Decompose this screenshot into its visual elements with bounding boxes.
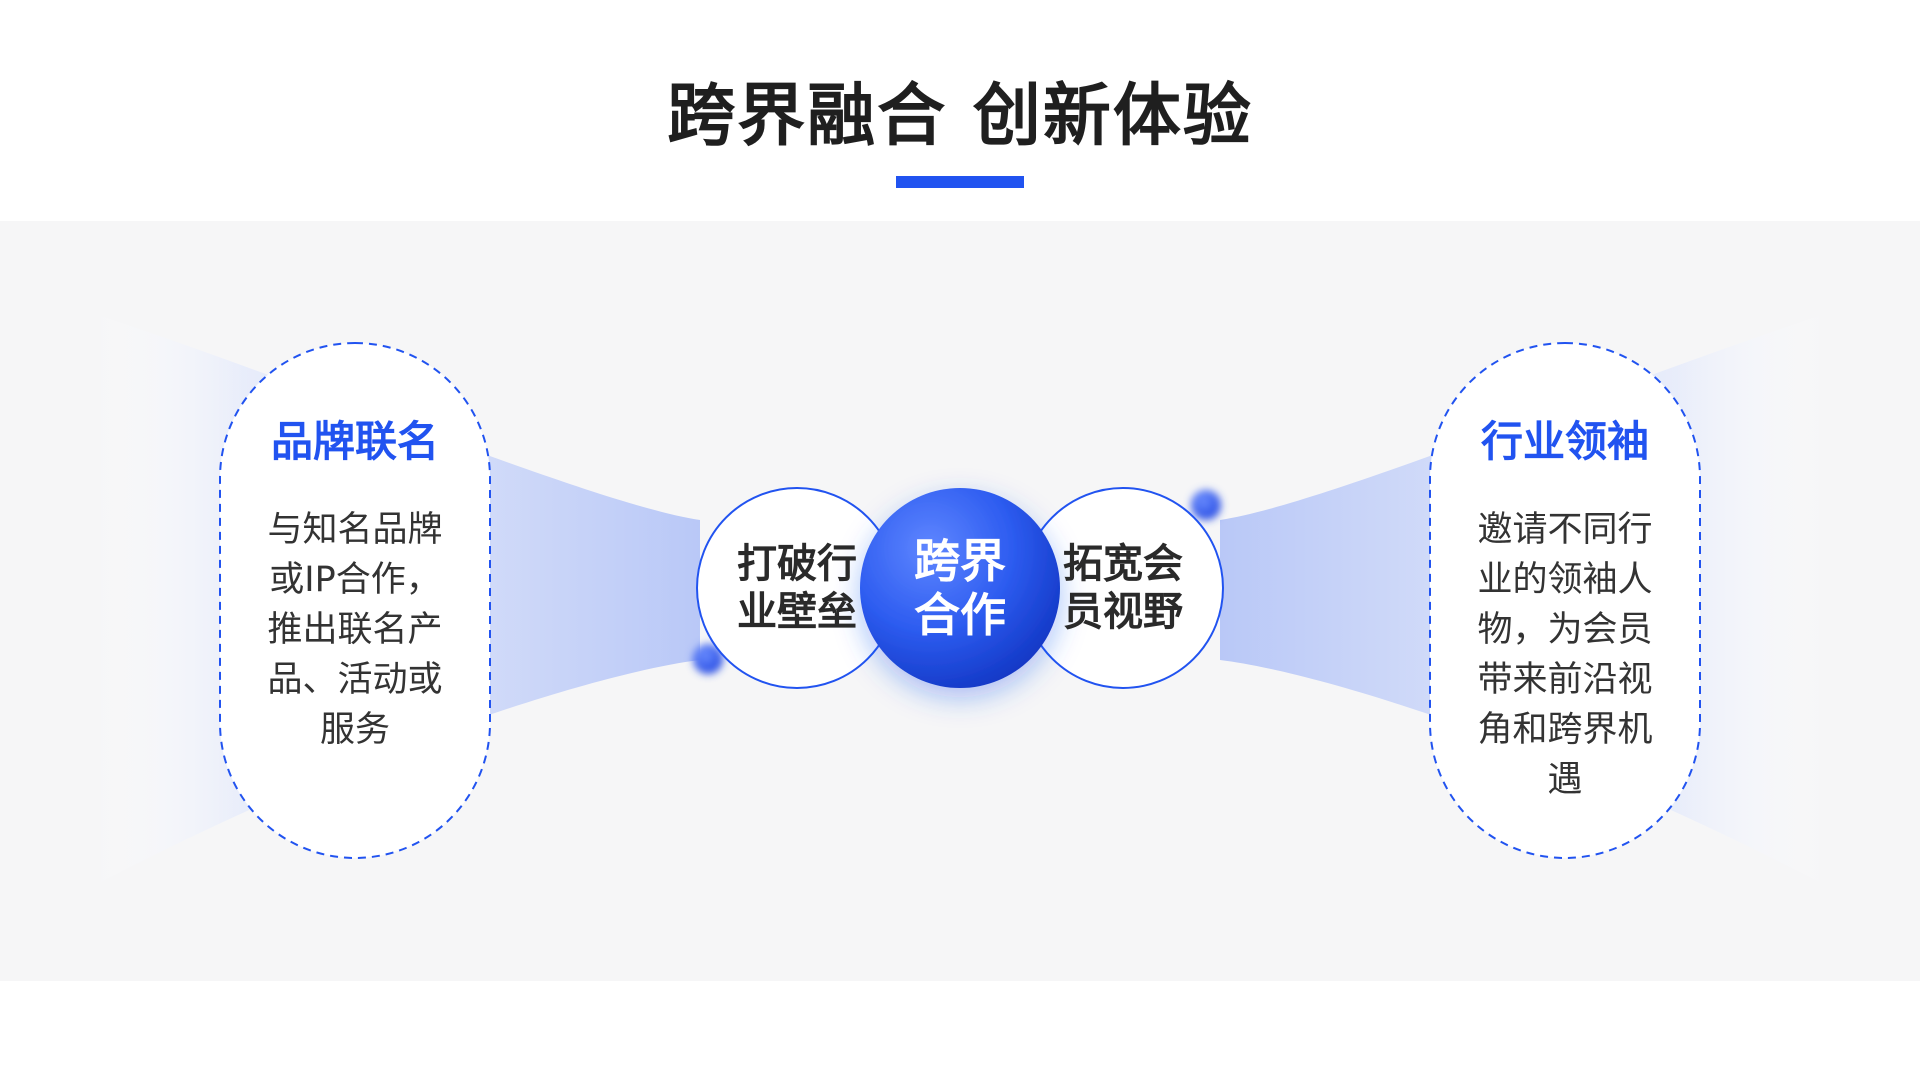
center-circle-line: 合作 bbox=[914, 588, 1006, 642]
right-desc-line: 物，为会员 bbox=[1477, 610, 1653, 650]
left-desc-line: 品、活动或 bbox=[267, 660, 443, 700]
right-desc-line: 业的领袖人 bbox=[1477, 560, 1653, 600]
left-card-title: 品牌联名 bbox=[270, 417, 439, 466]
right-desc-line: 角和跨界机 bbox=[1477, 710, 1653, 750]
left-desc-line: 与知名品牌 bbox=[267, 510, 443, 550]
center-circle-line: 跨界 bbox=[914, 534, 1006, 588]
right-circle-label: 拓宽会 员视野 bbox=[1033, 540, 1213, 636]
page-title: 跨界融合 创新体验 bbox=[667, 77, 1253, 156]
left-circle-label: 打破行 业壁垒 bbox=[707, 540, 887, 636]
right-glow-dot bbox=[1191, 490, 1221, 520]
left-circle-line: 业壁垒 bbox=[737, 589, 857, 635]
left-desc-line: 或IP合作， bbox=[269, 560, 441, 600]
left-circle-line: 打破行 bbox=[737, 541, 857, 587]
title-underline bbox=[896, 176, 1024, 188]
right-circle-line: 拓宽会 bbox=[1063, 541, 1183, 587]
center-circle-label: 跨界 合作 bbox=[870, 534, 1050, 642]
center-circle bbox=[860, 488, 1060, 688]
left-desc-line: 推出联名产 bbox=[267, 610, 443, 650]
left-card-outline bbox=[219, 342, 491, 859]
left-glow-dot bbox=[693, 644, 723, 674]
left-card-desc: 与知名品牌 或IP合作， 推出联名产 品、活动或 服务 bbox=[255, 505, 455, 755]
right-desc-line: 遇 bbox=[1547, 760, 1583, 800]
right-card-desc: 邀请不同行 业的领袖人 物，为会员 带来前沿视 角和跨界机 遇 bbox=[1465, 505, 1665, 805]
left-desc-line: 服务 bbox=[319, 710, 390, 750]
right-desc-line: 邀请不同行 bbox=[1477, 510, 1653, 550]
right-card-outline bbox=[1429, 342, 1701, 859]
right-circle-line: 员视野 bbox=[1063, 589, 1183, 635]
right-desc-line: 带来前沿视 bbox=[1477, 660, 1653, 700]
right-card-title: 行业领袖 bbox=[1480, 417, 1649, 466]
